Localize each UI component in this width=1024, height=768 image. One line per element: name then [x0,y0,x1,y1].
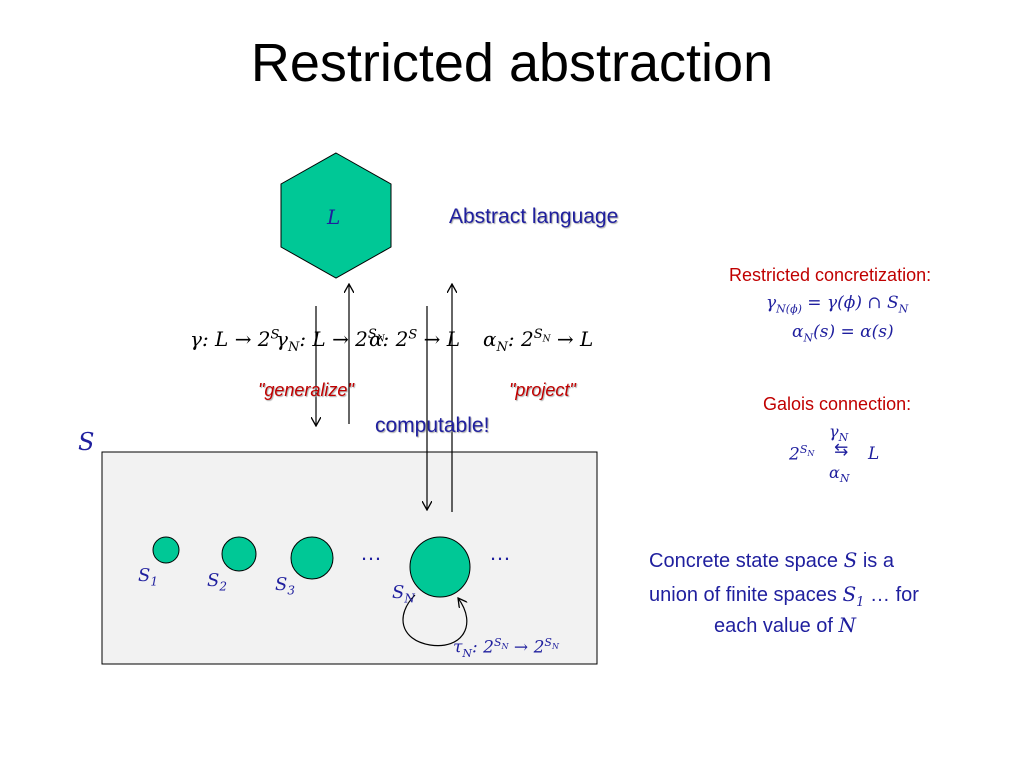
tauN-label: τN: 2SN → 2SN [453,636,559,661]
set-sN-label: SN [392,582,415,606]
galois-alpha: αN [829,463,850,486]
concrete-text-line1: Concrete state space S is a [649,548,894,572]
set-s3-circle [290,536,334,580]
set-s2-circle [221,536,257,572]
gamma-map: γ: L → 2S [190,327,280,351]
project-label: "project" [509,380,576,400]
concrete-text-line2: union of finite spaces S1 … for [649,582,919,610]
abstract-language-hexagon [280,152,392,279]
alpha-map: α: 2S → L [369,327,460,351]
state-space-symbol: S [78,428,95,456]
ellipsis-left: … [360,540,382,565]
galois-connection-heading: Galois connection: [763,394,912,414]
galois-arrows: ⇆ [834,440,849,460]
set-s2-label: S2 [207,570,227,594]
computable-label: computable! [375,414,490,437]
generalize-label: "generalize" [258,380,354,400]
alphaN-map: αN: 2SN → L [483,327,594,355]
galois-right: L [868,444,880,464]
restricted-abstraction-formula: αN(s) = α(s) [792,322,894,345]
abstract-language-label: Abstract language [449,205,619,228]
galois-left: 2SN [789,443,815,465]
concrete-state-box [101,451,598,665]
gammaN-map: γN: L → 2SN [276,327,385,355]
hexagon-label: L [327,205,341,229]
set-s3-label: S3 [275,574,295,598]
restricted-concretization-formula: γN(ϕ) = γ(ϕ) ∩ SN [766,293,909,316]
ellipsis-right: … [489,540,511,565]
set-sN-circle [409,536,471,598]
slide-title: Restricted abstraction [250,33,774,93]
set-s1-label: S1 [138,565,158,589]
set-s1-circle [152,536,180,564]
galois-gamma: γN [829,422,849,445]
concrete-text-line3: each value of N [714,613,857,637]
tauN-self-loop-arrow [402,594,468,647]
restricted-concretization-heading: Restricted concretization: [729,265,932,285]
